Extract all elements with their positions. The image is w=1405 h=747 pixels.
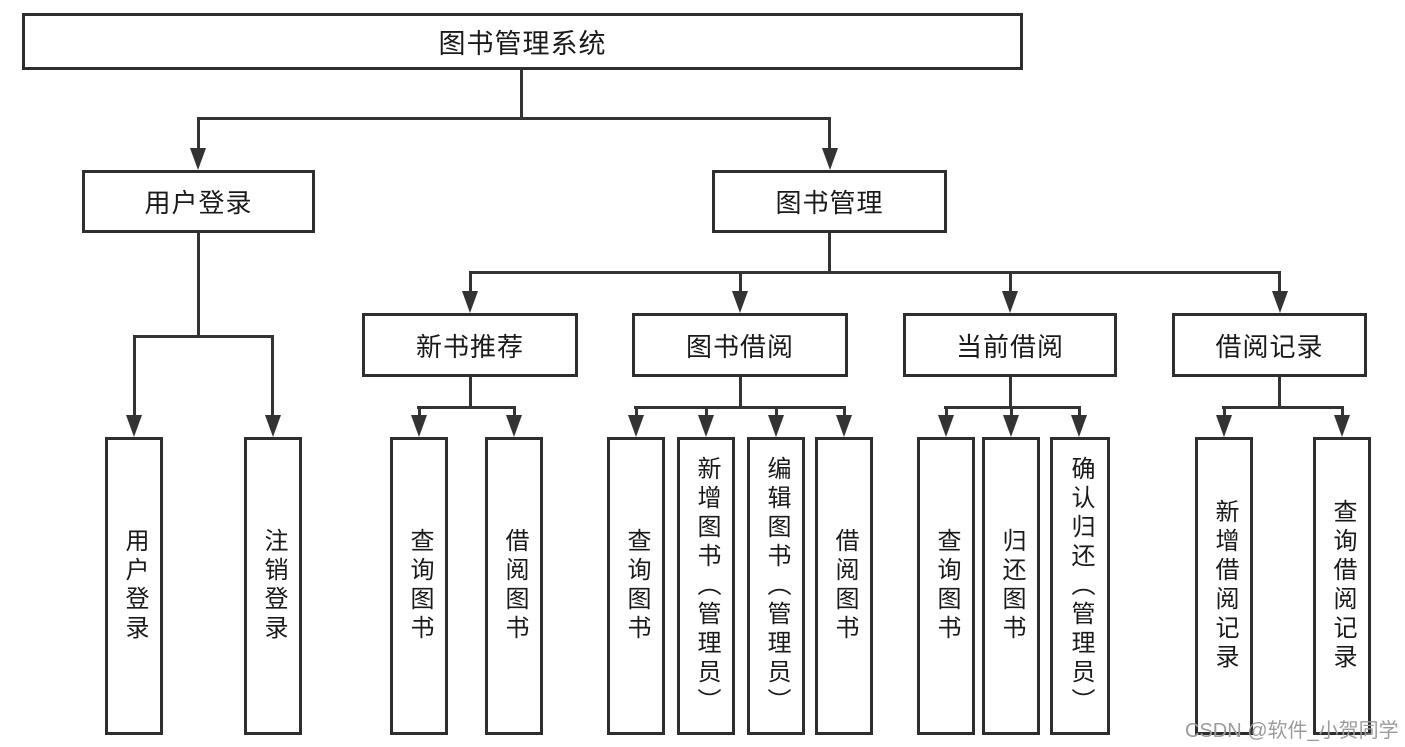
leaf-confirm-return-admin-label: 确认归还（管理员） xyxy=(1067,455,1094,717)
arrowhead-down-icon xyxy=(698,415,714,437)
connector-arrow-stem xyxy=(1009,271,1012,293)
connector-book-borrow-stem xyxy=(739,377,742,408)
connector-new-book-stem xyxy=(469,377,472,408)
connector-arrow-stem xyxy=(133,335,136,417)
leaf-query-book-1: 查询图书 xyxy=(390,437,448,735)
connector-arrow-stem xyxy=(1223,406,1226,417)
connector-level2-rail xyxy=(197,117,831,120)
connector-arrow-stem xyxy=(418,406,421,417)
leaf-borrow-book-1: 借阅图书 xyxy=(485,437,543,735)
arrowhead-down-icon xyxy=(938,415,954,437)
connector-book-borrow-rail xyxy=(634,406,846,409)
leaf-borrow-book-2-label: 借阅图书 xyxy=(831,528,858,644)
leaf-query-borrow-record: 查询借阅记录 xyxy=(1313,437,1371,735)
connector-arrow-stem xyxy=(843,406,846,417)
leaf-edit-book-admin: 编辑图书（管理员） xyxy=(747,437,805,735)
leaf-return-book-label: 归还图书 xyxy=(998,528,1025,644)
connector-arrow-stem xyxy=(1278,271,1281,293)
node-current-borrow-label: 当前借阅 xyxy=(955,331,1064,362)
connector-arrow-stem xyxy=(197,117,200,150)
node-borrow-records: 借阅记录 xyxy=(1172,313,1367,377)
connector-borrow-records-rail xyxy=(1222,406,1344,409)
connector-user-login-stem xyxy=(197,233,200,337)
arrowhead-down-icon xyxy=(732,291,748,313)
arrowhead-down-icon xyxy=(1002,291,1018,313)
leaf-add-book-admin-label: 新增图书（管理员） xyxy=(693,455,720,717)
leaf-return-book: 归还图书 xyxy=(982,437,1040,735)
node-root: 图书管理系统 xyxy=(22,13,1023,70)
connector-arrow-stem xyxy=(945,406,948,417)
leaf-query-book-2: 查询图书 xyxy=(607,437,665,735)
leaf-add-borrow-record-label: 新增借阅记录 xyxy=(1211,499,1238,673)
arrowhead-down-icon xyxy=(1003,415,1019,437)
leaf-logout-label: 注销登录 xyxy=(260,528,287,644)
arrowhead-down-icon xyxy=(1216,415,1232,437)
leaf-confirm-return-admin: 确认归还（管理员） xyxy=(1050,437,1110,735)
node-root-label: 图书管理系统 xyxy=(438,29,607,59)
arrowhead-down-icon xyxy=(411,415,427,437)
arrowhead-down-icon xyxy=(190,148,206,170)
arrowhead-down-icon xyxy=(628,415,644,437)
connector-user-login-rail xyxy=(133,335,274,338)
leaf-user-login-label: 用户登录 xyxy=(121,528,148,644)
node-book-borrow: 图书借阅 xyxy=(632,313,848,377)
connector-arrow-stem xyxy=(513,406,516,417)
arrowhead-down-icon xyxy=(768,415,784,437)
connector-arrow-stem xyxy=(271,335,274,417)
leaf-edit-book-admin-label: 编辑图书（管理员） xyxy=(763,455,790,717)
arrowhead-down-icon xyxy=(1272,291,1288,313)
arrowhead-down-icon xyxy=(462,291,478,313)
node-current-borrow: 当前借阅 xyxy=(903,313,1117,377)
arrowhead-down-icon xyxy=(126,415,142,437)
connector-level3-rail xyxy=(469,271,1281,274)
leaf-query-book-2-label: 查询图书 xyxy=(623,528,650,644)
leaf-query-borrow-record-label: 查询借阅记录 xyxy=(1329,499,1356,673)
node-new-book-recommend: 新书推荐 xyxy=(362,313,578,377)
connector-arrow-stem xyxy=(1078,406,1081,417)
node-book-borrow-label: 图书借阅 xyxy=(685,331,794,362)
arrowhead-down-icon xyxy=(1071,415,1087,437)
leaf-add-book-admin: 新增图书（管理员） xyxy=(677,437,735,735)
node-borrow-records-label: 借阅记录 xyxy=(1215,331,1324,362)
leaf-query-book-1-label: 查询图书 xyxy=(406,528,433,644)
connector-arrow-stem xyxy=(469,271,472,293)
arrowhead-down-icon xyxy=(836,415,852,437)
connector-arrow-stem xyxy=(828,117,831,150)
connector-root-stem xyxy=(520,70,523,119)
arrowhead-down-icon xyxy=(822,148,838,170)
connector-current-borrow-stem xyxy=(1009,377,1012,408)
leaf-user-login: 用户登录 xyxy=(105,437,163,735)
node-book-management-label: 图书管理 xyxy=(775,188,884,218)
connector-arrow-stem xyxy=(1341,406,1344,417)
connector-arrow-stem xyxy=(635,406,638,417)
connector-arrow-stem xyxy=(705,406,708,417)
leaf-logout: 注销登录 xyxy=(244,437,302,735)
arrowhead-down-icon xyxy=(1334,415,1350,437)
arrowhead-down-icon xyxy=(506,415,522,437)
connector-book-management-stem xyxy=(828,233,831,273)
leaf-borrow-book-2: 借阅图书 xyxy=(815,437,873,735)
node-user-login: 用户登录 xyxy=(82,170,315,233)
connector-arrow-stem xyxy=(775,406,778,417)
connector-borrow-records-stem xyxy=(1278,377,1281,408)
connector-arrow-stem xyxy=(1010,406,1013,417)
node-book-management: 图书管理 xyxy=(712,170,947,233)
node-user-login-label: 用户登录 xyxy=(144,188,253,218)
leaf-borrow-book-1-label: 借阅图书 xyxy=(501,528,528,644)
connector-arrow-stem xyxy=(739,271,742,293)
arrowhead-down-icon xyxy=(265,415,281,437)
node-new-book-recommend-label: 新书推荐 xyxy=(415,331,524,362)
connector-new-book-rail xyxy=(417,406,516,409)
leaf-add-borrow-record: 新增借阅记录 xyxy=(1195,437,1253,735)
leaf-query-book-3-label: 查询图书 xyxy=(933,528,960,644)
leaf-query-book-3: 查询图书 xyxy=(917,437,975,735)
csdn-watermark: CSDN @软件_小贺同学 xyxy=(1185,720,1399,742)
